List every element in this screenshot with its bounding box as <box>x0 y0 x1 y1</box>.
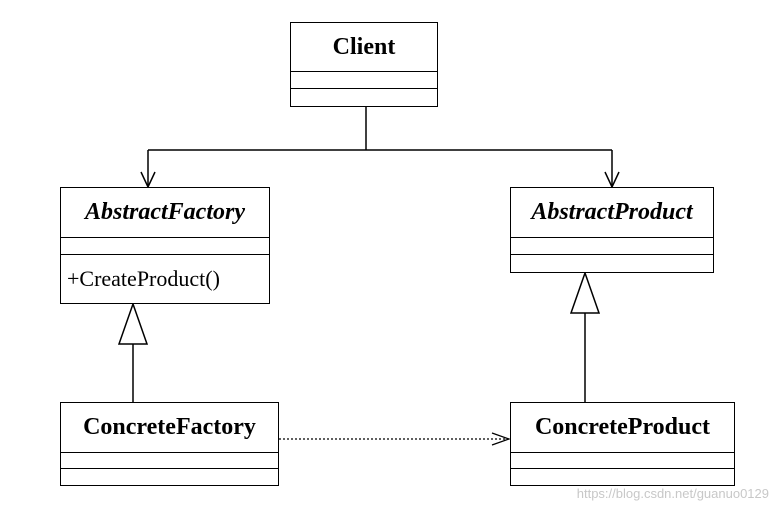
operation-create-product: +CreateProduct() <box>67 265 220 291</box>
class-abstract-factory: AbstractFactory +CreateProduct() <box>60 187 270 304</box>
operations-compartment <box>511 469 734 484</box>
class-concrete-product: ConcreteProduct <box>510 402 735 486</box>
class-concrete-factory: ConcreteFactory <box>60 402 279 486</box>
watermark: https://blog.csdn.net/guanuo0129 <box>576 486 769 501</box>
class-name: AbstractFactory <box>61 188 269 238</box>
operations-compartment <box>291 89 437 105</box>
attributes-compartment <box>291 72 437 89</box>
class-abstract-product: AbstractProduct <box>510 187 714 273</box>
attributes-compartment <box>61 238 269 255</box>
dependency-arrowhead <box>491 432 511 446</box>
operations-compartment <box>511 255 713 271</box>
class-client: Client <box>290 22 438 107</box>
generalization-triangle-factory <box>117 301 149 345</box>
class-name: ConcreteFactory <box>61 403 278 453</box>
operations-compartment <box>61 469 278 484</box>
attributes-compartment <box>511 453 734 469</box>
class-name: Client <box>291 23 437 72</box>
generalization-triangle-product <box>569 270 601 314</box>
class-name: AbstractProduct <box>511 188 713 238</box>
class-name: ConcreteProduct <box>511 403 734 453</box>
attributes-compartment <box>61 453 278 469</box>
attributes-compartment <box>511 238 713 255</box>
